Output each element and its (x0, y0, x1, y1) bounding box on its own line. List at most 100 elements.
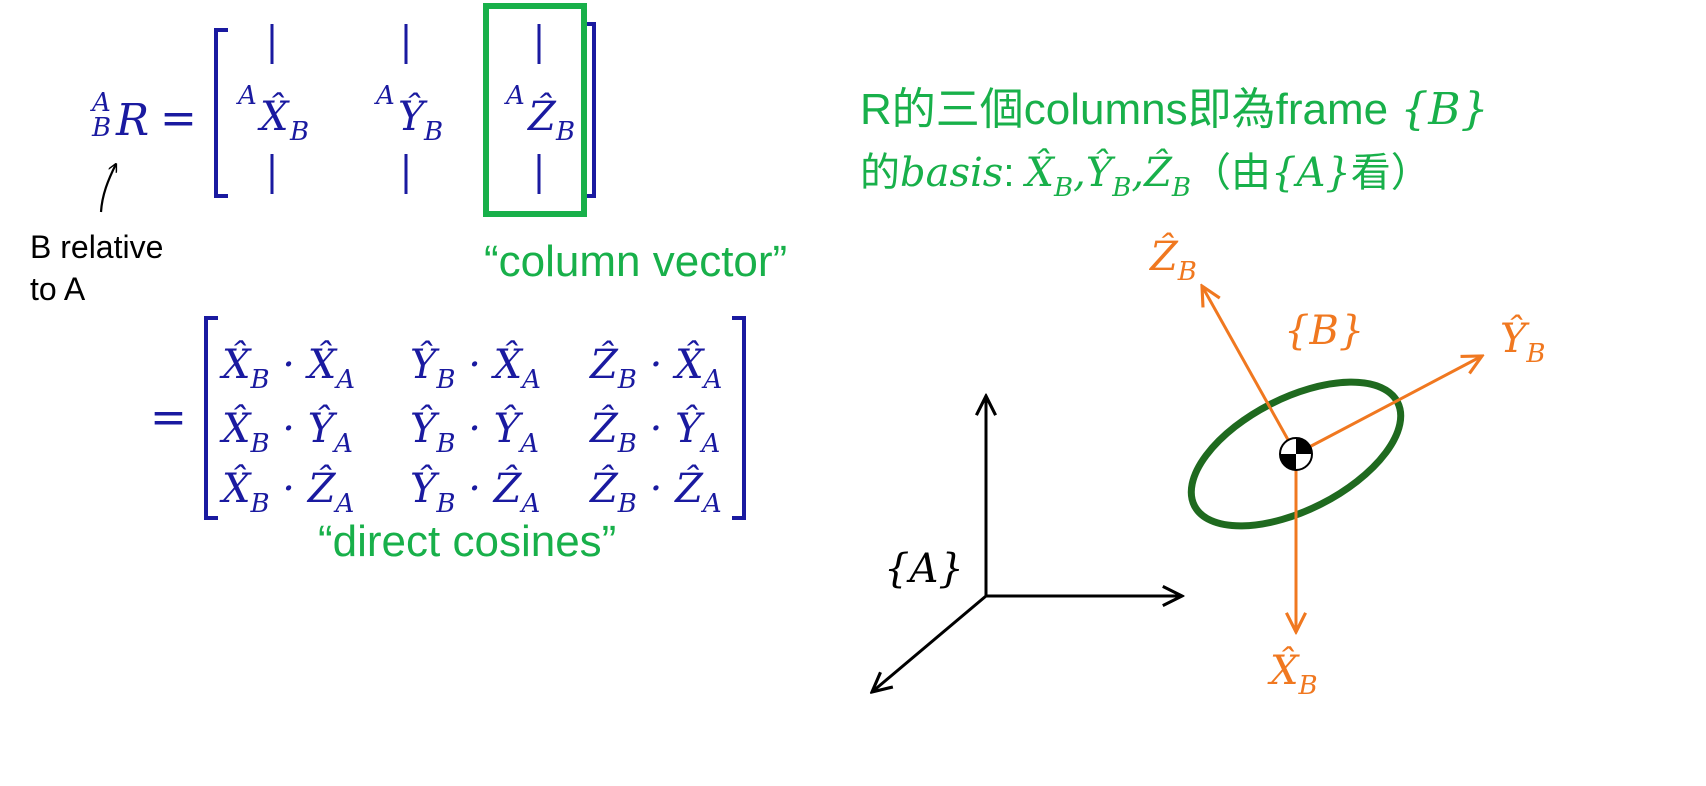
frame-b-y-axis (1295, 356, 1482, 456)
matrix-brackets-1 (214, 22, 596, 198)
cosine-dot: · (637, 466, 675, 512)
cosine-dot: · (270, 342, 308, 388)
col-x-symbol: X̂ (257, 94, 290, 140)
title-line2-prefix: 的 (860, 151, 900, 195)
cosine-left-sub: B (249, 489, 269, 519)
center-of-mass-icon (1279, 437, 1313, 471)
cosine-dot: · (456, 342, 494, 388)
cosine-right-sub: A (518, 429, 539, 459)
cosine-entry-r1-c3: ẐB · X̂A (588, 341, 722, 395)
cosine-left-sub: B (617, 489, 637, 519)
xb-axis-label: X̂B (1267, 648, 1318, 701)
title-line2-basis: basis (900, 150, 1003, 196)
title-xb-sub: B (1053, 173, 1073, 203)
cosine-right-symbol: X̂ (672, 342, 705, 388)
frame-a-axes (872, 396, 1182, 692)
cosine-right-sub: A (519, 489, 540, 519)
cosine-right-sub: A (332, 429, 353, 459)
title-frame-a: {A} (1271, 150, 1351, 196)
cosine-left-sub: B (617, 429, 637, 459)
frame-a-label: {A} (884, 546, 964, 592)
cosine-entry-r2-c3: ẐB · ŶA (588, 405, 720, 459)
rotation-R: R (115, 95, 149, 146)
col-z-sub: B (555, 117, 575, 147)
cosine-right-sub: A (520, 365, 541, 395)
frame-b-label: {B} (1284, 308, 1364, 354)
col-z-super: A (504, 81, 525, 111)
cosine-left-sub: B (435, 429, 455, 459)
relative-label-line1: B relative (30, 229, 163, 265)
column-bars (270, 24, 541, 194)
direct-cosines-label: “direct cosines” (318, 517, 616, 566)
col-z-symbol: Ẑ (526, 93, 557, 140)
col-x-sub: B (289, 117, 309, 147)
cosine-right-symbol: Ẑ (306, 465, 337, 512)
title-zb: Ẑ (1142, 149, 1173, 196)
cosine-left-sub: B (617, 365, 637, 395)
title-comma-2: , (1131, 150, 1144, 196)
cosine-right-symbol: Ŷ (675, 405, 705, 452)
cosine-left-sub: B (435, 489, 455, 519)
cosine-entry-r1-c1: X̂B · X̂A (219, 342, 355, 395)
cosine-right-sub: A (699, 429, 720, 459)
cosine-right-sub: A (702, 365, 723, 395)
cosine-right-sub: A (334, 365, 355, 395)
cosine-entry-r3-c2: ŶB · ẐA (410, 465, 540, 519)
column-x-entry: A X̂ B (236, 81, 309, 147)
cosine-left-symbol: Ŷ (410, 405, 440, 452)
basis-title: R的三個columns即為frame {B} 的basis: X̂B,ŶB,ẐB… (860, 84, 1489, 203)
title-comma-1: , (1073, 150, 1086, 196)
cosine-left-symbol: X̂ (219, 466, 252, 512)
rotation-superscript: A (90, 88, 111, 118)
col-y-super: A (374, 81, 395, 111)
cosine-entry-r3-c3: ẐB · ẐA (588, 465, 722, 519)
xb-axis-symbol: X̂ (1267, 648, 1300, 694)
column-z-entry: A Ẑ B (504, 81, 575, 147)
frame-b-z-axis (1202, 286, 1298, 455)
zb-axis-label: ẐB (1148, 233, 1197, 287)
title-yb: Ŷ (1086, 149, 1116, 196)
cosine-entry-r3-c1: X̂B · ẐA (219, 465, 354, 519)
cosine-entry-r2-c2: ŶB · ŶA (410, 405, 539, 459)
cosine-entry-r2-c1: X̂B · ŶA (219, 405, 353, 459)
cosine-left-symbol: Ŷ (410, 341, 440, 388)
zb-axis-sub: B (1177, 257, 1197, 287)
cosine-dot: · (637, 406, 675, 452)
cosine-dot: · (456, 466, 494, 512)
cosine-left-sub: B (435, 365, 455, 395)
cosine-dot: · (456, 406, 494, 452)
title-yb-sub: B (1111, 173, 1131, 203)
title-line1-prefix: R的三個columns即為frame (860, 85, 1400, 134)
title-line-2: 的basis: X̂B,ŶB,ẐB（由{A}看） (860, 149, 1431, 203)
equals-sign-1: = (160, 93, 197, 144)
column-vector-label: “column vector” (484, 237, 787, 286)
cosine-left-symbol: X̂ (219, 406, 252, 452)
cosine-left-symbol: X̂ (219, 342, 252, 388)
xb-axis-sub: B (1297, 671, 1317, 701)
col-y-sub: B (423, 117, 443, 147)
cosine-dot: · (270, 466, 308, 512)
cosine-left-symbol: Ŷ (410, 465, 440, 512)
col-x-super: A (236, 81, 257, 111)
equals-sign-2: = (150, 392, 187, 443)
cosine-right-sub: A (701, 489, 722, 519)
relative-arrow (99, 164, 116, 213)
title-line1-frame: {B} (1400, 84, 1488, 135)
cosine-right-symbol: Ẑ (673, 465, 704, 512)
cosine-right-symbol: X̂ (491, 342, 524, 388)
cosine-dot: · (270, 406, 308, 452)
title-paren-open: （由 (1191, 151, 1271, 195)
cosine-right-symbol: X̂ (305, 342, 338, 388)
title-paren-close: 看） (1351, 151, 1431, 195)
frame-a-x-axis (872, 594, 987, 692)
cosine-right-symbol: Ŷ (494, 405, 524, 452)
title-xb: X̂ (1023, 150, 1056, 196)
cosine-right-symbol: Ẑ (492, 465, 523, 512)
column-vector-highlight-box (483, 3, 587, 217)
frame-b-axes (1202, 286, 1482, 632)
column-y-entry: A Ŷ B (374, 81, 443, 147)
matrix-brackets-2 (204, 316, 746, 520)
cosine-right-sub: A (334, 489, 355, 519)
yb-axis-label: ŶB (1500, 315, 1546, 369)
